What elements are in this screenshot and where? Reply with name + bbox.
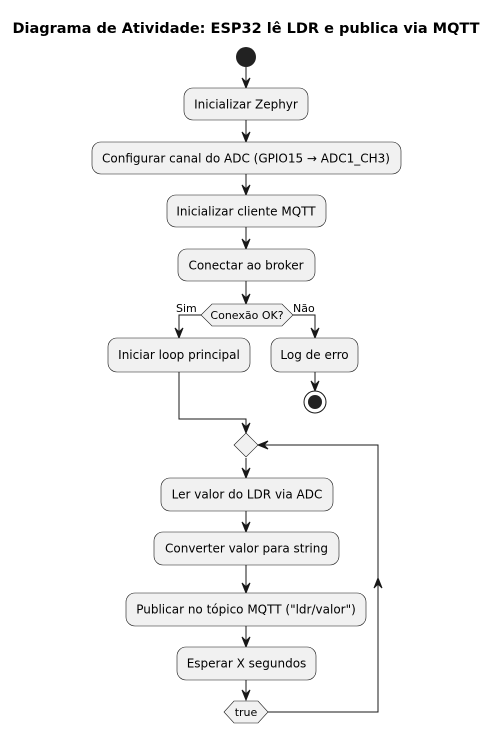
activity-box: [176, 646, 317, 681]
activity-start-loop: Iniciar loop principal: [107, 337, 251, 373]
arrowhead: [241, 293, 251, 306]
activity-connect-broker: Conectar ao broker: [177, 248, 316, 282]
activity-publish-topic: Publicar no tópico MQTT ("ldr/valor"): [125, 592, 367, 627]
arrowhead: [241, 582, 251, 595]
activity-log-error: Log de erro: [270, 337, 359, 373]
arrowhead: [310, 380, 320, 393]
decision-label: true: [235, 706, 258, 719]
activity-label: Converter valor para string: [165, 542, 328, 556]
arrowhead: [241, 422, 251, 435]
arrowhead: [241, 184, 251, 197]
activity-config-adc: Configurar canal do ADC (GPIO15 → ADC1_C…: [91, 141, 402, 175]
arrowhead: [241, 77, 251, 90]
arrowhead: [241, 467, 251, 480]
activity-box: [270, 337, 359, 373]
arrowhead: [241, 636, 251, 649]
activity-label: Iniciar loop principal: [118, 348, 240, 362]
activity-label: Publicar no tópico MQTT ("ldr/valor"): [136, 603, 356, 617]
activity-init-zephyr: Inicializar Zephyr: [183, 87, 309, 121]
activity-label: Conectar ao broker: [188, 259, 303, 273]
decision-label: Conexão OK?: [210, 309, 283, 322]
activity-read-ldr: Ler valor do LDR via ADC: [160, 477, 334, 512]
activity-label: Inicializar cliente MQTT: [176, 205, 316, 219]
arrowhead: [241, 238, 251, 251]
activity-box: [166, 194, 327, 228]
activity-label: Log de erro: [280, 348, 348, 362]
edge-loop-merge: [178, 372, 247, 427]
activity-label: Configurar canal do ADC (GPIO15 → ADC1_C…: [102, 152, 390, 166]
decision-connection-ok: Conexão OK? Sim Não: [176, 302, 315, 327]
activity-label: Ler valor do LDR via ADC: [172, 488, 323, 502]
start-node: [236, 47, 256, 67]
arrowhead: [241, 521, 251, 534]
edges: [174, 67, 383, 713]
arrowhead: [256, 440, 269, 450]
activity-box: [125, 592, 367, 627]
merge-diamond: [233, 432, 259, 458]
diagram-title: Diagrama de Atividade: ESP32 lê LDR e pu…: [12, 21, 479, 37]
decision-hexagon: [223, 700, 269, 724]
activity-label: Esperar X segundos: [187, 657, 307, 671]
branch-label-yes: Sim: [176, 302, 197, 315]
decision-diamond: [200, 303, 294, 327]
activity-box: [160, 477, 334, 512]
activity-box: [177, 248, 316, 282]
arrowhead: [174, 327, 184, 340]
activity-init-mqtt: Inicializar cliente MQTT: [166, 194, 327, 228]
branch-label-no: Não: [293, 302, 315, 315]
activity-box: [107, 337, 251, 373]
arrowhead: [241, 689, 251, 702]
activity-label: Inicializar Zephyr: [194, 98, 298, 112]
arrowhead: [310, 327, 320, 340]
stop-node-core: [308, 395, 322, 409]
edge-decision-yes: [178, 314, 201, 332]
edge-decision-no: [293, 314, 316, 332]
activity-convert-value: Converter valor para string: [153, 531, 340, 566]
stop-node: [303, 390, 327, 414]
activity-box: [153, 531, 340, 566]
arrowhead: [241, 131, 251, 144]
arrowhead: [373, 576, 383, 589]
activity-box: [91, 141, 402, 175]
activity-wait: Esperar X segundos: [176, 646, 317, 681]
decision-loop-condition: true: [223, 700, 269, 724]
activity-box: [183, 87, 309, 121]
